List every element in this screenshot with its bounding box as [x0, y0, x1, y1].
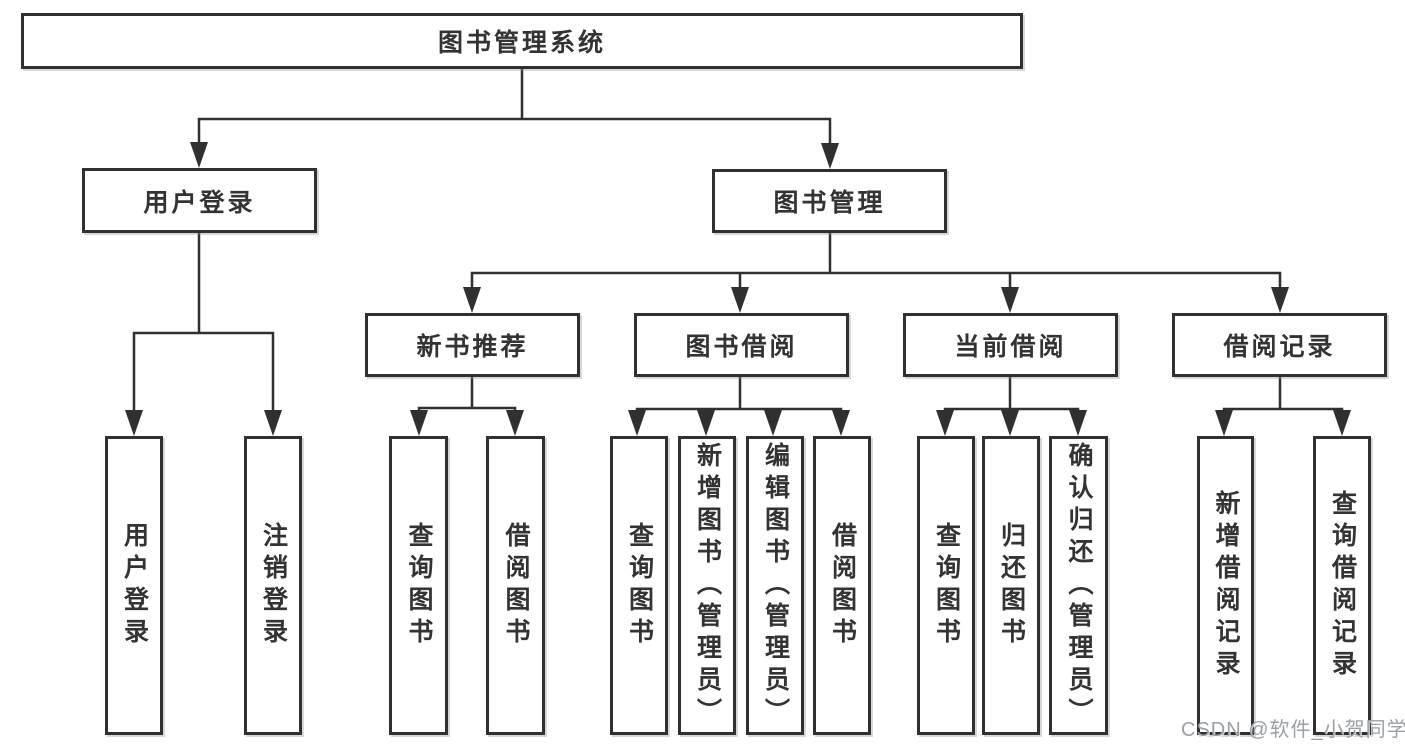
node-label: 归还图书 [997, 521, 1026, 650]
node-leaf-return-book: 归还图书 [982, 436, 1040, 735]
node-label: 图书管理 [773, 189, 886, 217]
arrowhead [125, 410, 143, 436]
arrowhead [1333, 410, 1351, 436]
connector-arrowheads [125, 142, 1351, 436]
csdn-watermark: CSDN @软件_小贺同学 [1181, 719, 1405, 741]
node-borrow-records: 借阅记录 [1172, 313, 1387, 377]
node-leaf-confirm-return-admin: 确认归还（管理员） [1049, 436, 1108, 735]
arrowhead [190, 142, 208, 168]
node-leaf-add-book-admin: 新增图书（管理员） [678, 436, 736, 735]
connector-root-to-level2 [197, 68, 832, 144]
node-new-book-recommend: 新书推荐 [365, 313, 580, 377]
connector-current-borrow-to-leaves [943, 376, 1080, 412]
node-leaf-query-borrow-record: 查询借阅记录 [1313, 436, 1371, 735]
node-label: 借阅图书 [502, 521, 530, 650]
node-label: 查询图书 [405, 521, 433, 650]
node-label: 借阅图书 [828, 521, 857, 650]
connector-new-book-recommend-to-leaves [417, 376, 517, 412]
connector-book-borrow-to-leaves [635, 376, 843, 412]
arrowhead [764, 410, 782, 436]
arrowhead [410, 410, 428, 436]
node-label: 当前借阅 [954, 333, 1067, 361]
node-book-borrow: 图书借阅 [634, 313, 849, 377]
node-leaf-borrow-books: 借阅图书 [813, 436, 871, 735]
node-label: 确认归还（管理员） [1065, 441, 1093, 730]
connector-book-management-to-level3 [470, 232, 1282, 288]
connector-lines [132, 68, 1344, 412]
arrowhead [463, 287, 481, 313]
node-leaf-query-books-borrow: 查询图书 [610, 436, 668, 735]
node-user-login: 用户登录 [82, 168, 317, 233]
node-label: 查询图书 [625, 521, 654, 650]
node-label: 新书推荐 [416, 333, 529, 361]
arrowhead [1215, 410, 1233, 436]
node-leaf-edit-book-admin: 编辑图书（管理员） [746, 436, 804, 735]
arrowhead [1271, 287, 1289, 313]
arrowhead [1001, 410, 1019, 436]
node-label: 用户登录 [143, 188, 256, 217]
arrowhead [264, 410, 282, 436]
arrowhead [1069, 410, 1087, 436]
node-book-management: 图书管理 [712, 169, 947, 233]
node-leaf-query-books-recommend: 查询图书 [389, 436, 448, 735]
arrowhead [506, 410, 524, 436]
node-label: 图书管理系统 [437, 29, 606, 57]
node-label: 查询图书 [932, 521, 961, 650]
node-leaf-query-books-current: 查询图书 [917, 436, 975, 735]
node-current-borrow: 当前借阅 [903, 313, 1118, 377]
node-label: 注销登录 [259, 521, 288, 650]
arrowhead [832, 410, 850, 436]
node-leaf-logout: 注销登录 [244, 436, 302, 735]
node-leaf-borrow-books-recommend: 借阅图书 [486, 436, 545, 735]
connector-user-login-to-leaves [132, 232, 275, 411]
node-leaf-user-login: 用户登录 [105, 436, 163, 735]
arrowhead [628, 410, 646, 436]
node-label: 查询借阅记录 [1328, 489, 1357, 682]
node-label: 编辑图书（管理员） [761, 441, 790, 730]
arrowhead [1001, 287, 1019, 313]
arrowhead [731, 287, 749, 313]
node-root-library-system: 图书管理系统 [21, 13, 1023, 69]
arrowhead [936, 410, 954, 436]
node-leaf-add-borrow-record: 新增借阅记录 [1197, 436, 1254, 735]
node-label: 图书借阅 [685, 333, 798, 361]
node-label: 新增借阅记录 [1212, 489, 1240, 682]
node-label: 用户登录 [120, 521, 149, 650]
node-label: 借阅记录 [1223, 333, 1336, 361]
arrowhead [697, 410, 715, 436]
node-label: 新增图书（管理员） [693, 441, 722, 730]
arrowhead [821, 143, 839, 169]
connector-borrow-records-to-leaves [1222, 376, 1344, 412]
